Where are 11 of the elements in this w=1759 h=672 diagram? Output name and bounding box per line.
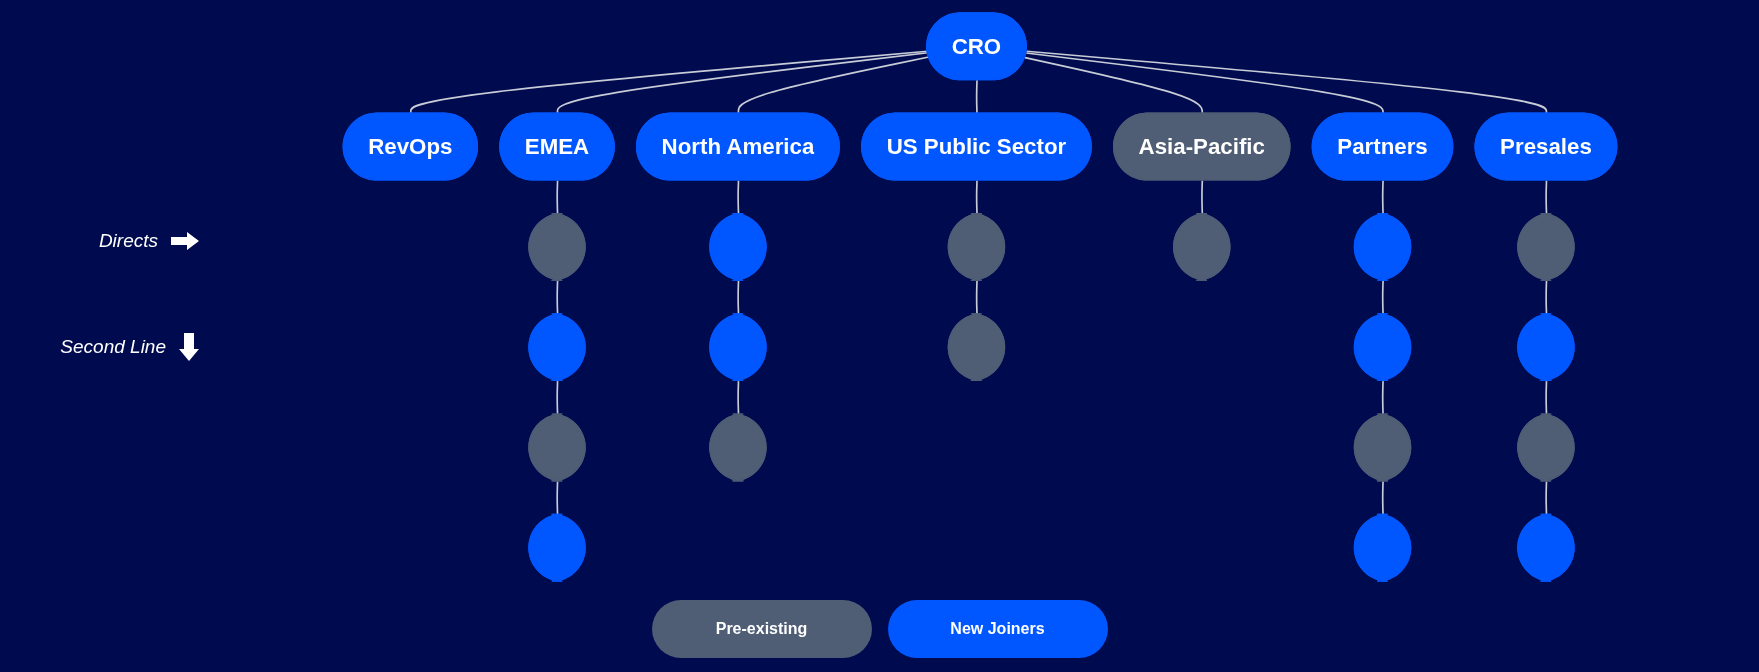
row-label: Directs [98,230,158,252]
connector [737,56,930,115]
connector [1024,56,1204,115]
connector [1025,50,1548,115]
connector [556,51,929,115]
connector [1025,52,1384,115]
connector [975,79,978,115]
row-label: Second Line [60,336,166,358]
connector [409,50,929,115]
legend-item: New Joiners [887,600,1108,658]
legend-item: Pre-existing [651,600,872,658]
